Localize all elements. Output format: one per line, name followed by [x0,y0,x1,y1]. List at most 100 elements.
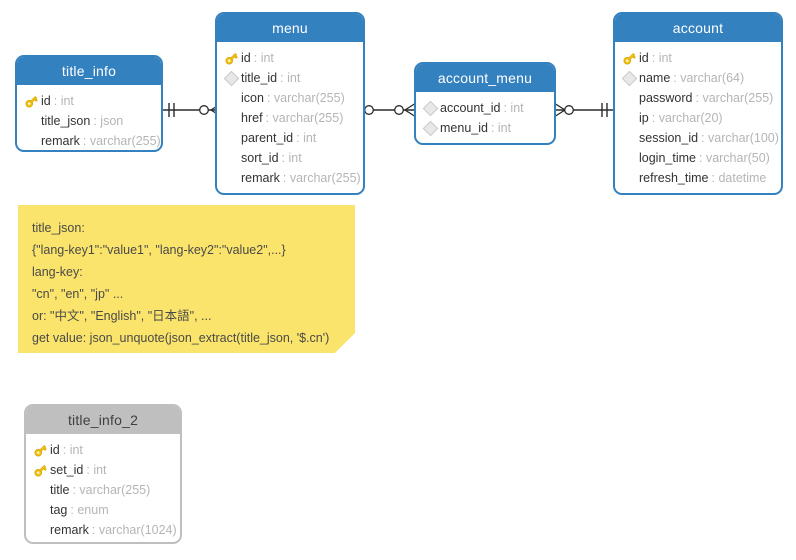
field-type: : varchar(255) [695,91,774,105]
field-type: : int [296,131,317,145]
entity-title-account_menu: account_menu [416,64,554,92]
field-name: account_id [440,101,501,115]
key-icon [32,460,50,480]
field-row[interactable]: login_time : varchar(50) [615,148,781,168]
field-name: href [241,111,263,125]
note-line: get value: json_unquote(json_extract(tit… [32,331,330,345]
field-row[interactable]: href : varchar(255) [217,108,363,128]
field-type: : int [53,94,74,108]
field-name: id [241,51,251,65]
field-type: : varchar(20) [651,111,723,125]
field-row[interactable]: name : varchar(64) [615,68,781,88]
field-name: remark [50,523,89,537]
entity-fields-menu: id : int title_id : int icon : varchar(2… [217,42,363,193]
field-row[interactable]: tag : enum [26,500,180,520]
note-line: title_json: [32,221,85,235]
field-name: icon [241,91,264,105]
note-title_json[interactable]: title_json: {"lang-key1":"value1", "lang… [18,205,355,353]
field-row[interactable]: refresh_time : datetime [615,168,781,188]
field-name: session_id [639,131,699,145]
field-name: title_json [41,114,91,128]
field-row[interactable]: id : int [26,440,180,460]
field-row[interactable]: sort_id : int [217,148,363,168]
field-type: : varchar(1024) [91,523,177,537]
field-row[interactable]: id : int [17,91,161,111]
field-type: : varchar(255) [82,134,161,148]
no-marker [621,108,639,128]
entity-title-title_info_2: title_info_2 [26,406,180,434]
field-type: : varchar(255) [266,91,345,105]
field-name: sort_id [241,151,279,165]
relationship-title_info-menu[interactable] [160,98,222,122]
field-row[interactable]: password : varchar(255) [615,88,781,108]
field-type: : varchar(255) [282,171,361,185]
no-marker [223,148,241,168]
field-row[interactable]: menu_id : int [416,118,554,138]
field-row[interactable]: session_id : varchar(100) [615,128,781,148]
entity-title_info[interactable]: title_info id : int [15,55,163,152]
field-type: : int [253,51,274,65]
no-marker [223,108,241,128]
key-icon [23,91,41,111]
field-type: : datetime [711,171,767,185]
field-type: : int [62,443,83,457]
field-row[interactable]: remark : varchar(255) [17,131,161,150]
field-row[interactable]: parent_id : int [217,128,363,148]
field-row[interactable]: title : varchar(255) [26,480,180,500]
entity-fields-title_info_2: id : int set_id : int [26,434,180,542]
entity-fields-account_menu: account_id : int menu_id : int [416,92,554,143]
field-name: id [639,51,649,65]
note-line: or: "中文", "English", "日本語", ... [32,309,212,323]
field-type: : int [490,121,512,135]
note-content: title_json: {"lang-key1":"value1", "lang… [18,205,355,349]
relationship-account_menu-account[interactable] [554,98,614,122]
entity-account_menu[interactable]: account_menu account_id : int menu_id : … [414,62,556,145]
field-row[interactable]: icon : varchar(255) [217,88,363,108]
field-name: password [639,91,693,105]
field-name: id [50,443,60,457]
no-marker [621,128,639,148]
field-row[interactable]: set_id : int [26,460,180,480]
note-line: "cn", "en", "jp" ... [32,287,124,301]
field-name: refresh_time [639,171,709,185]
entity-account[interactable]: account id : int [613,12,783,195]
field-type: : int [281,151,302,165]
no-marker [32,500,50,520]
entity-title-title_info: title_info [17,57,161,85]
field-row[interactable]: account_id : int [416,98,554,118]
entity-menu[interactable]: menu id : int t [215,12,365,195]
field-row[interactable]: id : int [217,48,363,68]
note-fold-corner [335,333,355,353]
entity-title_info_2[interactable]: title_info_2 id : int [24,404,182,544]
diamond-icon [422,118,440,138]
entity-title-account: account [615,14,781,42]
field-row[interactable]: remark : varchar(255) [217,168,363,188]
no-marker [223,168,241,188]
field-name: id [41,94,51,108]
field-type: : varchar(50) [698,151,770,165]
relationship-menu-account_menu[interactable] [358,98,416,122]
note-line: lang-key: [32,265,83,279]
field-name: name [639,71,671,85]
field-row[interactable]: ip : varchar(20) [615,108,781,128]
field-row[interactable]: title_json : json [17,111,161,131]
field-name: ip [639,111,649,125]
diamond-icon [422,98,440,118]
field-row[interactable]: title_id : int [217,68,363,88]
note-line: {"lang-key1":"value1", "lang-key2":"valu… [32,243,286,257]
field-type: : int [86,463,107,477]
key-icon [621,48,639,68]
key-icon [223,48,241,68]
field-type: : enum [70,503,109,517]
field-type: : int [280,71,301,85]
no-marker [23,131,41,150]
field-type: : int [651,51,672,65]
no-marker [621,88,639,108]
field-type: : json [93,114,124,128]
field-name: title [50,483,70,497]
field-row[interactable]: remark : varchar(1024) [26,520,180,540]
field-name: remark [241,171,280,185]
field-row[interactable]: id : int [615,48,781,68]
field-type: : varchar(64) [673,71,745,85]
